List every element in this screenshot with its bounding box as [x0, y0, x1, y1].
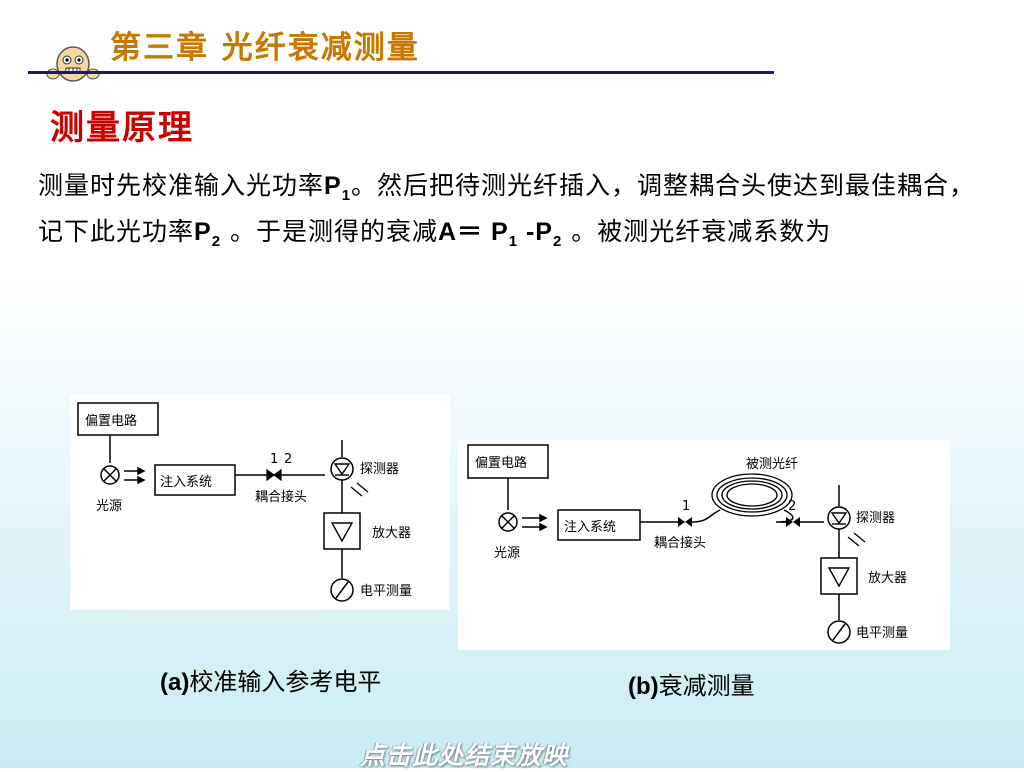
coupler-2-icon: [786, 517, 800, 527]
injection-system-box: [557, 509, 641, 541]
detector-icon: [330, 457, 354, 481]
section-title: 测量原理: [50, 108, 194, 148]
formula-subscript-1: 1: [508, 233, 519, 250]
coupler-port-2: 2: [788, 499, 796, 514]
paragraph-text-1: 测量时先校准输入光功率: [38, 171, 325, 200]
formula-minus-p: -P: [518, 218, 553, 246]
paragraph-text-4: 。被测光纤衰减系数为: [562, 217, 832, 246]
caption-b-label: (b): [628, 673, 659, 700]
light-source-icon: [100, 465, 120, 485]
p1-symbol: P: [324, 172, 342, 200]
emission-arrows-icon: [124, 466, 146, 485]
amplifier-box: [323, 512, 361, 550]
chapter-title: 第三章 光纤衰减测量: [110, 30, 420, 66]
level-meter-icon: [827, 620, 851, 644]
formula-subscript-2: 2: [552, 233, 563, 250]
detector-label: 探测器: [360, 462, 399, 477]
amplifier-icon: [330, 522, 354, 543]
p1-subscript: 1: [341, 187, 352, 204]
incoming-light-icon: [847, 532, 866, 547]
amplifier-label: 放大器: [868, 571, 907, 586]
caption-a: (a)校准输入参考电平: [160, 662, 381, 697]
paragraph-text-2: 。然后把待测光纤插入，调整耦合头使达到最佳耦合，记下此光功率: [38, 171, 976, 246]
coupler-port-1: 1: [682, 499, 690, 514]
caption-a-text: 校准输入参考电平: [189, 668, 382, 696]
mascot-icon: [46, 46, 100, 82]
coupler-1-icon: [678, 517, 692, 527]
formula-a: A＝ P: [438, 218, 509, 246]
title-divider: [28, 71, 774, 74]
light-source-icon: [498, 512, 518, 532]
bias-circuit-label: 偏置电路: [475, 455, 527, 471]
incoming-light-icon: [350, 482, 369, 497]
bias-circuit-box: [77, 402, 159, 436]
light-source-label: 光源: [96, 499, 122, 514]
level-meter-icon: [330, 578, 354, 602]
caption-b: (b)衰减测量: [628, 666, 755, 701]
caption-a-label: (a): [160, 669, 190, 696]
p2-subscript: 2: [211, 233, 222, 250]
diagram-a: 偏置电路 光源 注入系统 1 2 耦合接头 探测器 放大器 电平测量: [70, 395, 450, 610]
emission-arrows-icon: [522, 513, 548, 532]
coupler-port-2: 2: [284, 452, 292, 467]
injection-system-box: [154, 464, 236, 496]
amplifier-box: [820, 557, 858, 595]
body-paragraph: 测量时先校准输入光功率P1。然后把待测光纤插入，调整耦合头使达到最佳耦合，记下此…: [38, 168, 998, 260]
injection-system-label: 注入系统: [564, 520, 616, 535]
paragraph-text-3: 。于是测得的衰减: [221, 217, 438, 246]
coupler-port-1: 1: [270, 452, 278, 467]
amplifier-icon: [827, 567, 851, 588]
detector-icon: [827, 506, 851, 530]
fiber-spool-icon: [711, 473, 793, 517]
injection-system-label: 注入系统: [160, 475, 212, 490]
fiber-under-test-label: 被测光纤: [746, 457, 798, 472]
bias-circuit-label: 偏置电路: [85, 413, 137, 429]
p2-symbol: P: [194, 218, 212, 246]
amplifier-label: 放大器: [372, 526, 411, 541]
level-meter-label: 电平测量: [360, 584, 412, 599]
level-meter-label: 电平测量: [856, 626, 908, 641]
detector-label: 探测器: [856, 511, 895, 526]
coupler-label: 耦合接头: [654, 535, 706, 551]
end-show-link[interactable]: 点击此处结束放映: [360, 741, 569, 770]
caption-b-text: 衰减测量: [658, 672, 755, 700]
diagram-b: 偏置电路 光源 注入系统 1 耦合接头 被测光纤 2 探测器: [458, 440, 950, 650]
coupler-label: 耦合接头: [255, 489, 307, 505]
light-source-label: 光源: [494, 546, 520, 561]
